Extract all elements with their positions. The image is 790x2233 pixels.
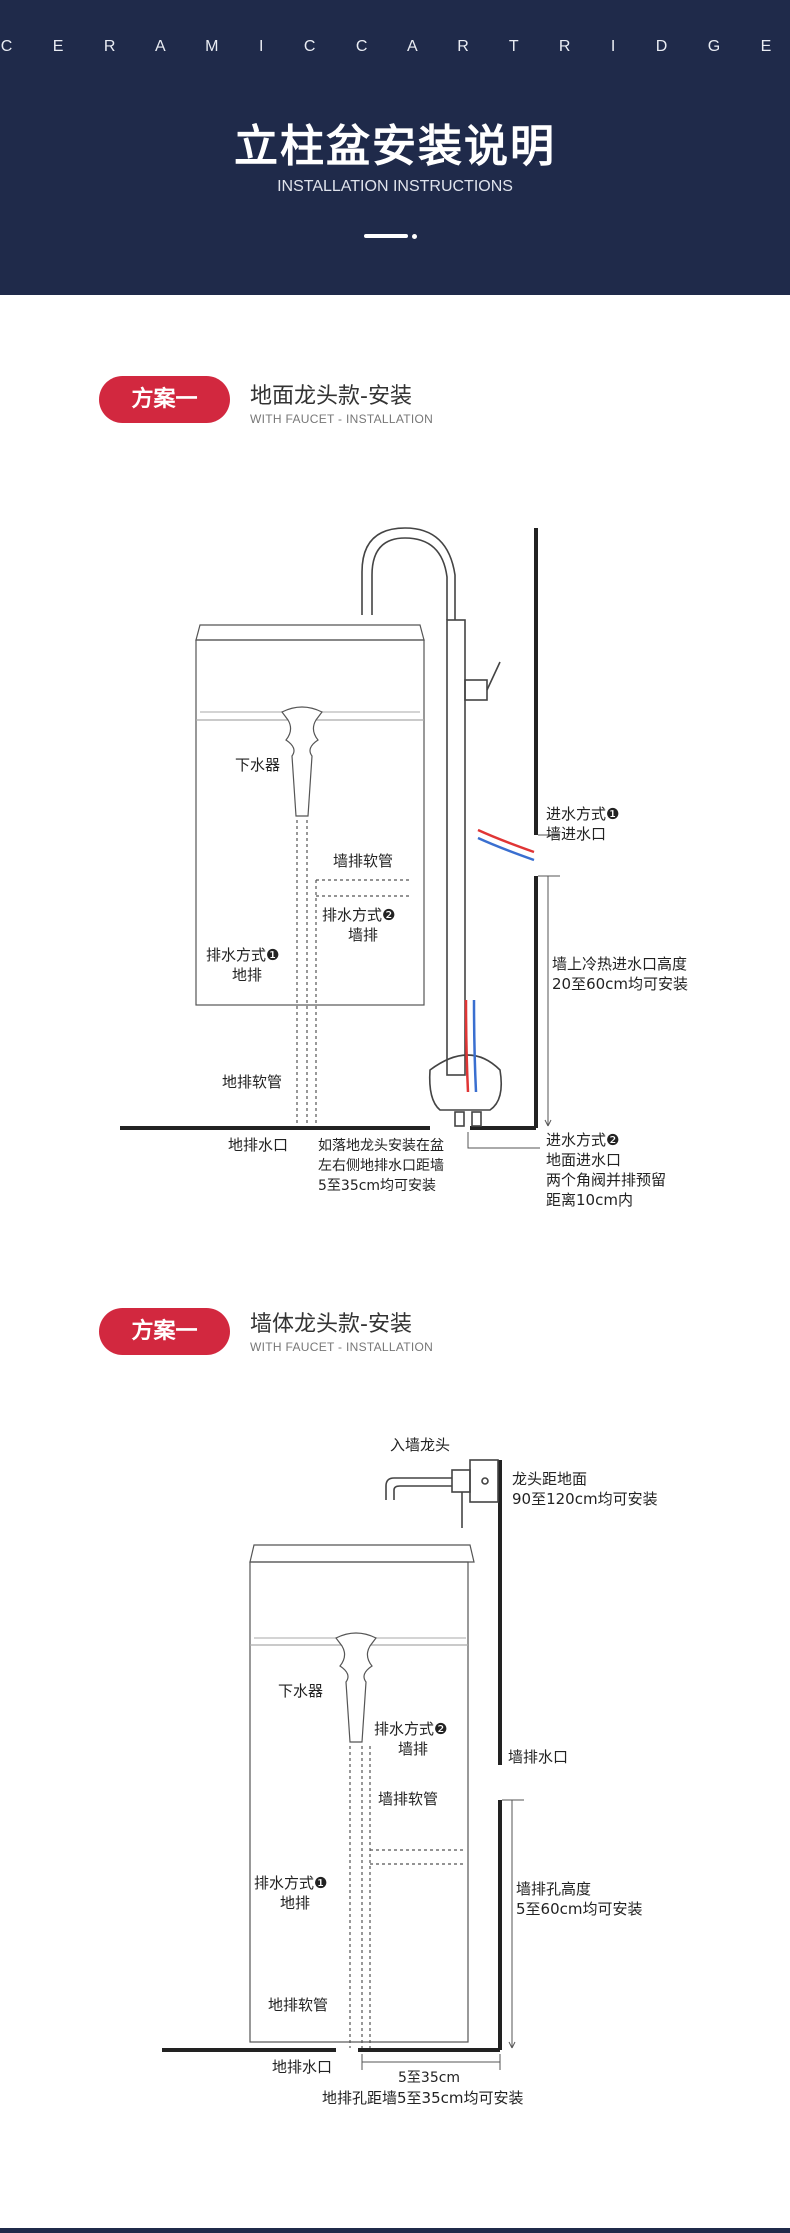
label-floor-outlet: 地排水口 (228, 1136, 288, 1154)
section1-subtitle: WITH FAUCET - INSTALLATION (250, 412, 434, 426)
label-inlet1: 进水方式❶ (546, 805, 619, 823)
title-dot (412, 234, 417, 239)
section2-badge: 方案一 (99, 1308, 230, 1355)
label-faucet-height: 龙头距地面 (512, 1470, 587, 1488)
pedestal-basin (249, 1544, 475, 2043)
label-wall-outlet: 墙排水口 (508, 1748, 568, 1766)
page-subtitle: INSTALLATION INSTRUCTIONS (277, 178, 513, 195)
drain-fitting (335, 1632, 377, 1743)
label-hole-height: 墙排孔高度 (516, 1880, 591, 1898)
note1-line2: 左右侧地排水口距墙 (318, 1158, 444, 1174)
label-wall-hose: 墙排软管 (378, 1790, 438, 1808)
drain-fitting (281, 706, 323, 817)
label-drain-method2-wall: 墙排 (398, 1740, 428, 1758)
label-drain: 下水器 (235, 756, 280, 774)
header-banner: C E R A M I C C A R T R I D G E 立柱盆安装说明 … (0, 0, 790, 295)
label-inlet2-distance: 距离10cm内 (546, 1191, 633, 1209)
label-drain-method2: 排水方式❷ (374, 1720, 447, 1738)
note1-line3: 5至35cm均可安装 (318, 1178, 436, 1194)
label-inlet-height-range: 20至60cm均可安装 (552, 975, 688, 993)
label-distance-note: 地排孔距墙5至35cm均可安装 (322, 2089, 524, 2107)
wall-faucet-diagram: 入墙龙头 龙头距地面 90至120cm均可安装 下水器 排水方式❷ 墙排 墙排软… (162, 1436, 658, 2107)
label-drain-method2-wall: 墙排 (348, 926, 378, 944)
section2-subtitle: WITH FAUCET - INSTALLATION (250, 1340, 434, 1354)
label-wall-faucet: 入墙龙头 (390, 1436, 450, 1454)
section2-title: 墙体龙头款-安装 (250, 1312, 412, 1337)
label-inlet2-floor: 地面进水口 (546, 1151, 621, 1169)
label-drain-method1: 排水方式❶ (206, 946, 279, 964)
label-faucet-height-range: 90至120cm均可安装 (512, 1490, 658, 1508)
label-wall-hose: 墙排软管 (333, 852, 393, 870)
label-drain: 下水器 (278, 1682, 323, 1700)
label-drain-method1: 排水方式❶ (254, 1874, 327, 1892)
label-floor-hose: 地排软管 (222, 1073, 282, 1091)
label-inlet2-valves: 两个角阀并排预留 (546, 1171, 666, 1189)
page-title: 立柱盆安装说明 (234, 121, 556, 172)
label-floor-hose: 地排软管 (268, 1996, 328, 2014)
label-distance: 5至35cm (398, 2070, 460, 2086)
title-underline (364, 234, 408, 238)
floor-faucet (361, 527, 503, 1127)
label-floor-outlet: 地排水口 (272, 2058, 332, 2076)
footer-bar (0, 2228, 790, 2233)
label-inlet1-wall: 墙进水口 (546, 825, 606, 843)
section1-badge: 方案一 (99, 376, 230, 423)
label-drain-method1-floor: 地排 (232, 966, 262, 984)
section1-title: 地面龙头款-安装 (250, 384, 412, 409)
label-inlet-height: 墙上冷热进水口高度 (552, 955, 687, 973)
floor-faucet-diagram: 下水器 墙排软管 排水方式❷ 墙排 排水方式❶ 地排 地排软管 地排水口 如落地… (120, 527, 688, 1209)
wall-faucet (385, 1459, 499, 1528)
brand-text: C E R A M I C C A R T R I D G E (0, 38, 790, 55)
note1-line1: 如落地龙头安装在盆 (318, 1138, 444, 1154)
water-lines (464, 828, 535, 1093)
label-drain-method1-floor: 地排 (280, 1894, 310, 1912)
label-drain-method2: 排水方式❷ (322, 906, 395, 924)
label-inlet2: 进水方式❷ (546, 1131, 619, 1149)
label-hole-height-range: 5至60cm均可安装 (516, 1900, 643, 1918)
